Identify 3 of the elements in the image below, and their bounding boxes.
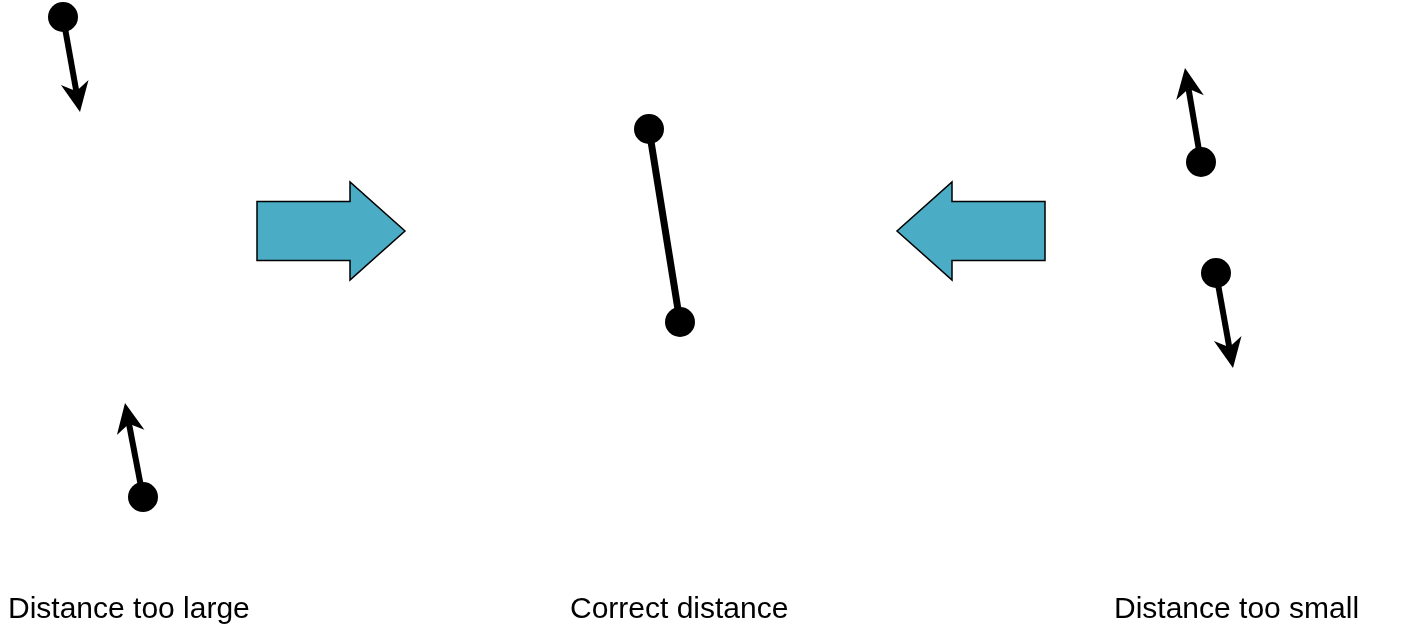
caption: Distance too large (8, 590, 250, 626)
caption: Distance too small (1114, 590, 1360, 626)
caption: Correct distance (570, 590, 789, 626)
